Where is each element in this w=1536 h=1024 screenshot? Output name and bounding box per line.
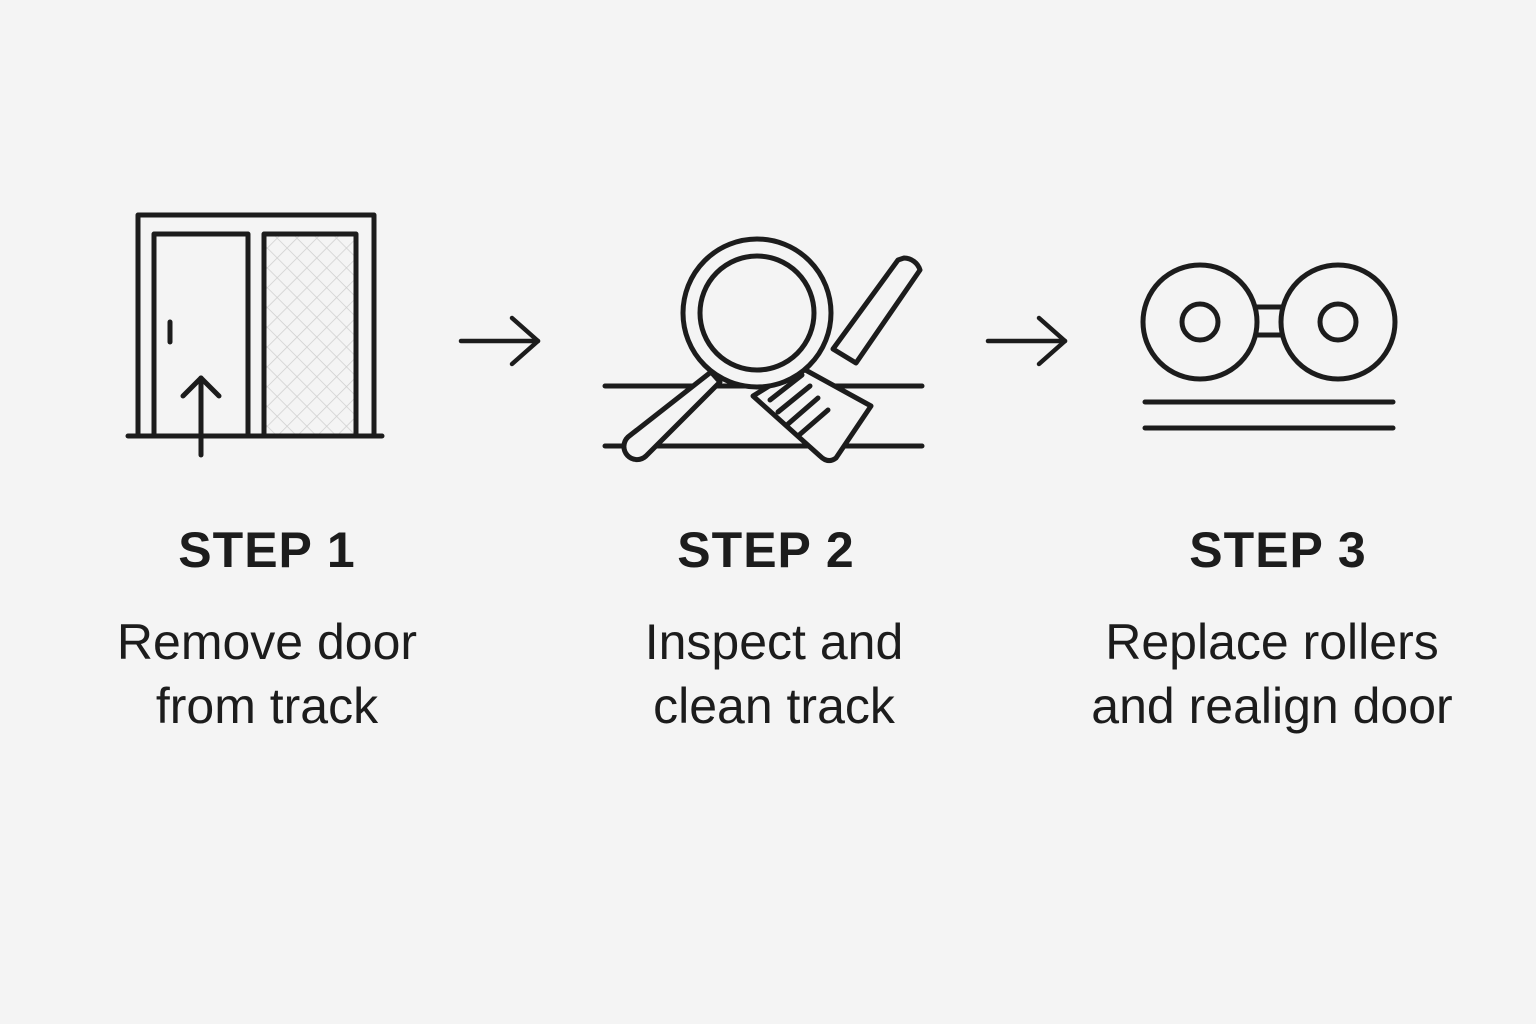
step-2-description-line-2: clean track [653, 678, 895, 734]
step-1-title: STEP 1 [178, 522, 356, 578]
sliding-door-icon [110, 200, 410, 470]
step-1-description-line-2: from track [155, 678, 379, 734]
step-1-description: Remove door from track [27, 610, 507, 738]
step-3-description-line-1: Replace rollers [1105, 614, 1439, 670]
step-3-description: Replace rollers and realign door [1032, 610, 1512, 738]
step-2-description-line-1: Inspect and [644, 614, 904, 670]
arrow-right-icon [455, 315, 550, 367]
step-2-title: STEP 2 [677, 522, 855, 578]
step-3-title: STEP 3 [1189, 522, 1367, 578]
step-3-description-line-2: and realign door [1091, 678, 1453, 734]
step-1-description-line-1: Remove door [116, 614, 418, 670]
magnifier-brush-icon [595, 236, 935, 470]
step-2-description: Inspect and clean track [534, 610, 1014, 738]
arrow-right-icon [982, 315, 1077, 367]
rollers-icon [1135, 260, 1405, 440]
